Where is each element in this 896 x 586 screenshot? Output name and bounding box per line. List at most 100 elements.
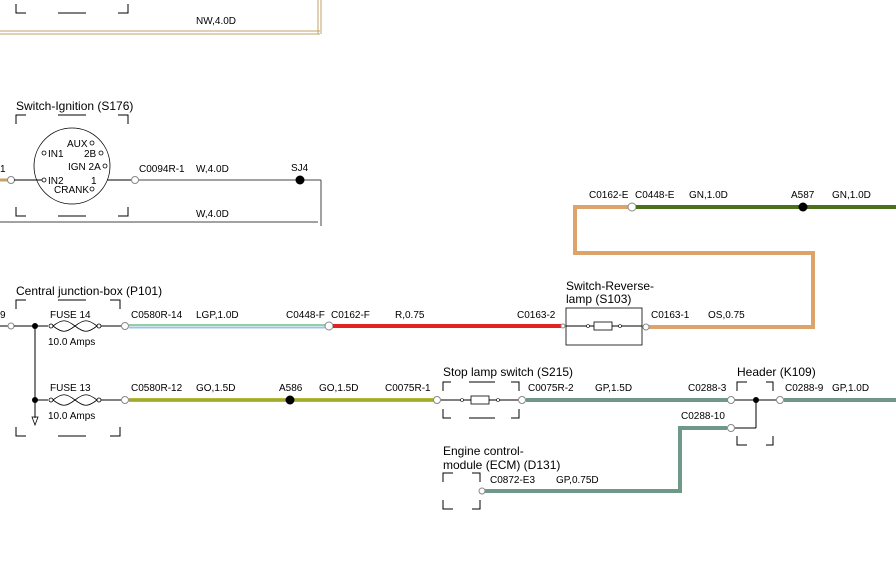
pin-in1-terminal xyxy=(41,150,47,156)
c0075r1-label: C0075R-1 xyxy=(385,383,431,394)
os075-label: OS,0.75 xyxy=(708,310,745,321)
lgp10d-label: LGP,1.0D xyxy=(196,310,239,321)
pin-aux-label: AUX xyxy=(67,139,88,150)
reverse-switch-pin-b xyxy=(618,324,622,328)
fuse13-symbol-b xyxy=(52,394,98,406)
ignition-left-terminal xyxy=(7,176,15,184)
c01631-label: C0163-1 xyxy=(651,310,690,321)
fuse14-symbol-b xyxy=(52,320,98,332)
header-node xyxy=(753,397,759,403)
c0580r12-label: C0580R-12 xyxy=(131,383,183,394)
c0448f-label: C0448-F xyxy=(286,310,325,321)
gp-circuit: GP,1.5D C0288-3 Header (K109) C0288-9 GP… xyxy=(442,365,896,510)
stop-lamp-switch: Stop lamp switch (S215) C0075R-2 xyxy=(441,365,574,419)
top-component-bracket xyxy=(15,4,129,14)
stop-switch-element xyxy=(470,395,490,405)
reverse-lamp-circuit: C0162-E C0448-E GN,1.0D A587 GN,1.0D xyxy=(573,190,896,329)
c0580r14-terminal xyxy=(121,322,129,330)
pin-aux-terminal xyxy=(89,140,95,146)
gn10d-label-b: GN,1.0D xyxy=(832,190,871,201)
r075-label: R,0.75 xyxy=(395,310,425,321)
ecm-title-1: Engine control- xyxy=(443,444,524,458)
pin-in2-label: IN2 xyxy=(48,176,64,187)
stop-switch-pin-a xyxy=(460,398,464,402)
c0448f-terminal xyxy=(324,321,334,331)
junction-bracket-top xyxy=(15,299,121,309)
jb-feed-terminal xyxy=(7,322,15,330)
stop-switch-title: Stop lamp switch (S215) xyxy=(443,365,573,379)
os-tan-wire xyxy=(573,205,815,329)
pin-2b-terminal xyxy=(98,150,104,156)
c01632-terminal xyxy=(560,323,566,329)
pin-in2-terminal xyxy=(41,177,47,183)
pin-crank-terminal xyxy=(89,186,95,192)
reverse-lamp-switch: Switch-Reverse- lamp (S103) C0163-1 OS,0… xyxy=(565,279,745,346)
ignition-bracket-bottom xyxy=(15,207,129,217)
c0872e3-terminal xyxy=(478,487,486,495)
c02889-terminal xyxy=(776,396,784,404)
c02889-label: C0288-9 xyxy=(785,383,824,394)
c0162f-label: C0162-F xyxy=(331,310,370,321)
a587-label: A587 xyxy=(791,190,815,201)
w40d-label-a: W,4.0D xyxy=(196,164,229,175)
a586-label: A586 xyxy=(279,383,303,394)
pin-crank-label: CRANK xyxy=(54,185,89,196)
c0162e-label: C0162-E xyxy=(589,190,629,201)
go15d-label-b: GO,1.5D xyxy=(319,383,358,394)
stop-switch-bracket-top xyxy=(442,381,520,391)
pin-1-label: 1 xyxy=(91,176,97,187)
c0580r12-terminal xyxy=(121,396,129,404)
gn10d-label-a: GN,1.0D xyxy=(689,190,728,201)
ecm-bracket-top xyxy=(442,472,481,482)
c0075r2-label: C0075R-2 xyxy=(528,383,574,394)
c0872e3-label: C0872-E3 xyxy=(490,475,535,486)
ecm-title-2: module (ECM) (D131) xyxy=(443,458,560,472)
reverse-switch-title-1: Switch-Reverse- xyxy=(566,279,654,293)
go15d-label-a: GO,1.5D xyxy=(196,383,235,394)
c02883-label: C0288-3 xyxy=(688,383,727,394)
splice-a587 xyxy=(798,202,808,212)
sj4-label: SJ4 xyxy=(291,163,309,174)
reverse-switch-element xyxy=(593,321,613,331)
splice-sj4 xyxy=(295,175,305,185)
fuse13-rating: 10.0 Amps xyxy=(48,411,95,422)
header-bracket-bottom xyxy=(736,436,774,446)
fuse13-name: FUSE 13 xyxy=(50,383,91,394)
c01632-label: C0163-2 xyxy=(517,310,556,321)
fuse13-terminal-out xyxy=(96,397,102,403)
gp075d-wire xyxy=(485,426,727,493)
c0075r2-terminal xyxy=(518,396,526,404)
ecm-bracket-bottom xyxy=(442,500,481,510)
fuse14-name: FUSE 14 xyxy=(50,310,91,321)
ignition-left-pin-label: 1 xyxy=(0,164,6,175)
fuse13-circuit: C0580R-12 GO,1.5D A586 GO,1.5D C0075R-1 xyxy=(121,383,441,405)
pin-in1-label: IN1 xyxy=(48,149,64,160)
jb-left-pin-label: 9 xyxy=(0,310,6,321)
ignition-bracket-top xyxy=(15,114,129,124)
reverse-switch-title-2: lamp (S103) xyxy=(566,292,631,306)
c028810-label: C0288-10 xyxy=(681,411,725,422)
gp15d-label: GP,1.5D xyxy=(595,383,632,394)
pin-2b-label: 2B xyxy=(84,149,97,160)
jb-bus-arrow xyxy=(31,416,39,427)
splice-a586 xyxy=(285,395,295,405)
stop-switch-bracket-bottom xyxy=(442,409,520,419)
pin-ign2a-terminal xyxy=(102,163,108,169)
reverse-switch-pin-a xyxy=(586,324,590,328)
fuse14-rating: 10.0 Amps xyxy=(48,337,95,348)
header-bracket-top xyxy=(736,381,774,391)
c0448e-label: C0448-E xyxy=(635,190,675,201)
top-wire-label: NW,4.0D xyxy=(196,16,236,27)
c0162e-terminal xyxy=(627,202,637,212)
fuse14-terminal-out xyxy=(96,323,102,329)
junction-bracket-bottom xyxy=(15,427,121,437)
c02883-terminal xyxy=(727,396,735,404)
c028810-terminal xyxy=(727,424,735,432)
pin-ign2a-label: IGN 2A xyxy=(68,162,101,173)
central-junction-box: Central junction-box (P101) 9 FUSE 14 10… xyxy=(0,284,162,437)
c01631-terminal xyxy=(642,323,650,331)
junction-box-title: Central junction-box (P101) xyxy=(16,284,162,298)
ignition-switch-title: Switch-Ignition (S176) xyxy=(16,99,133,113)
